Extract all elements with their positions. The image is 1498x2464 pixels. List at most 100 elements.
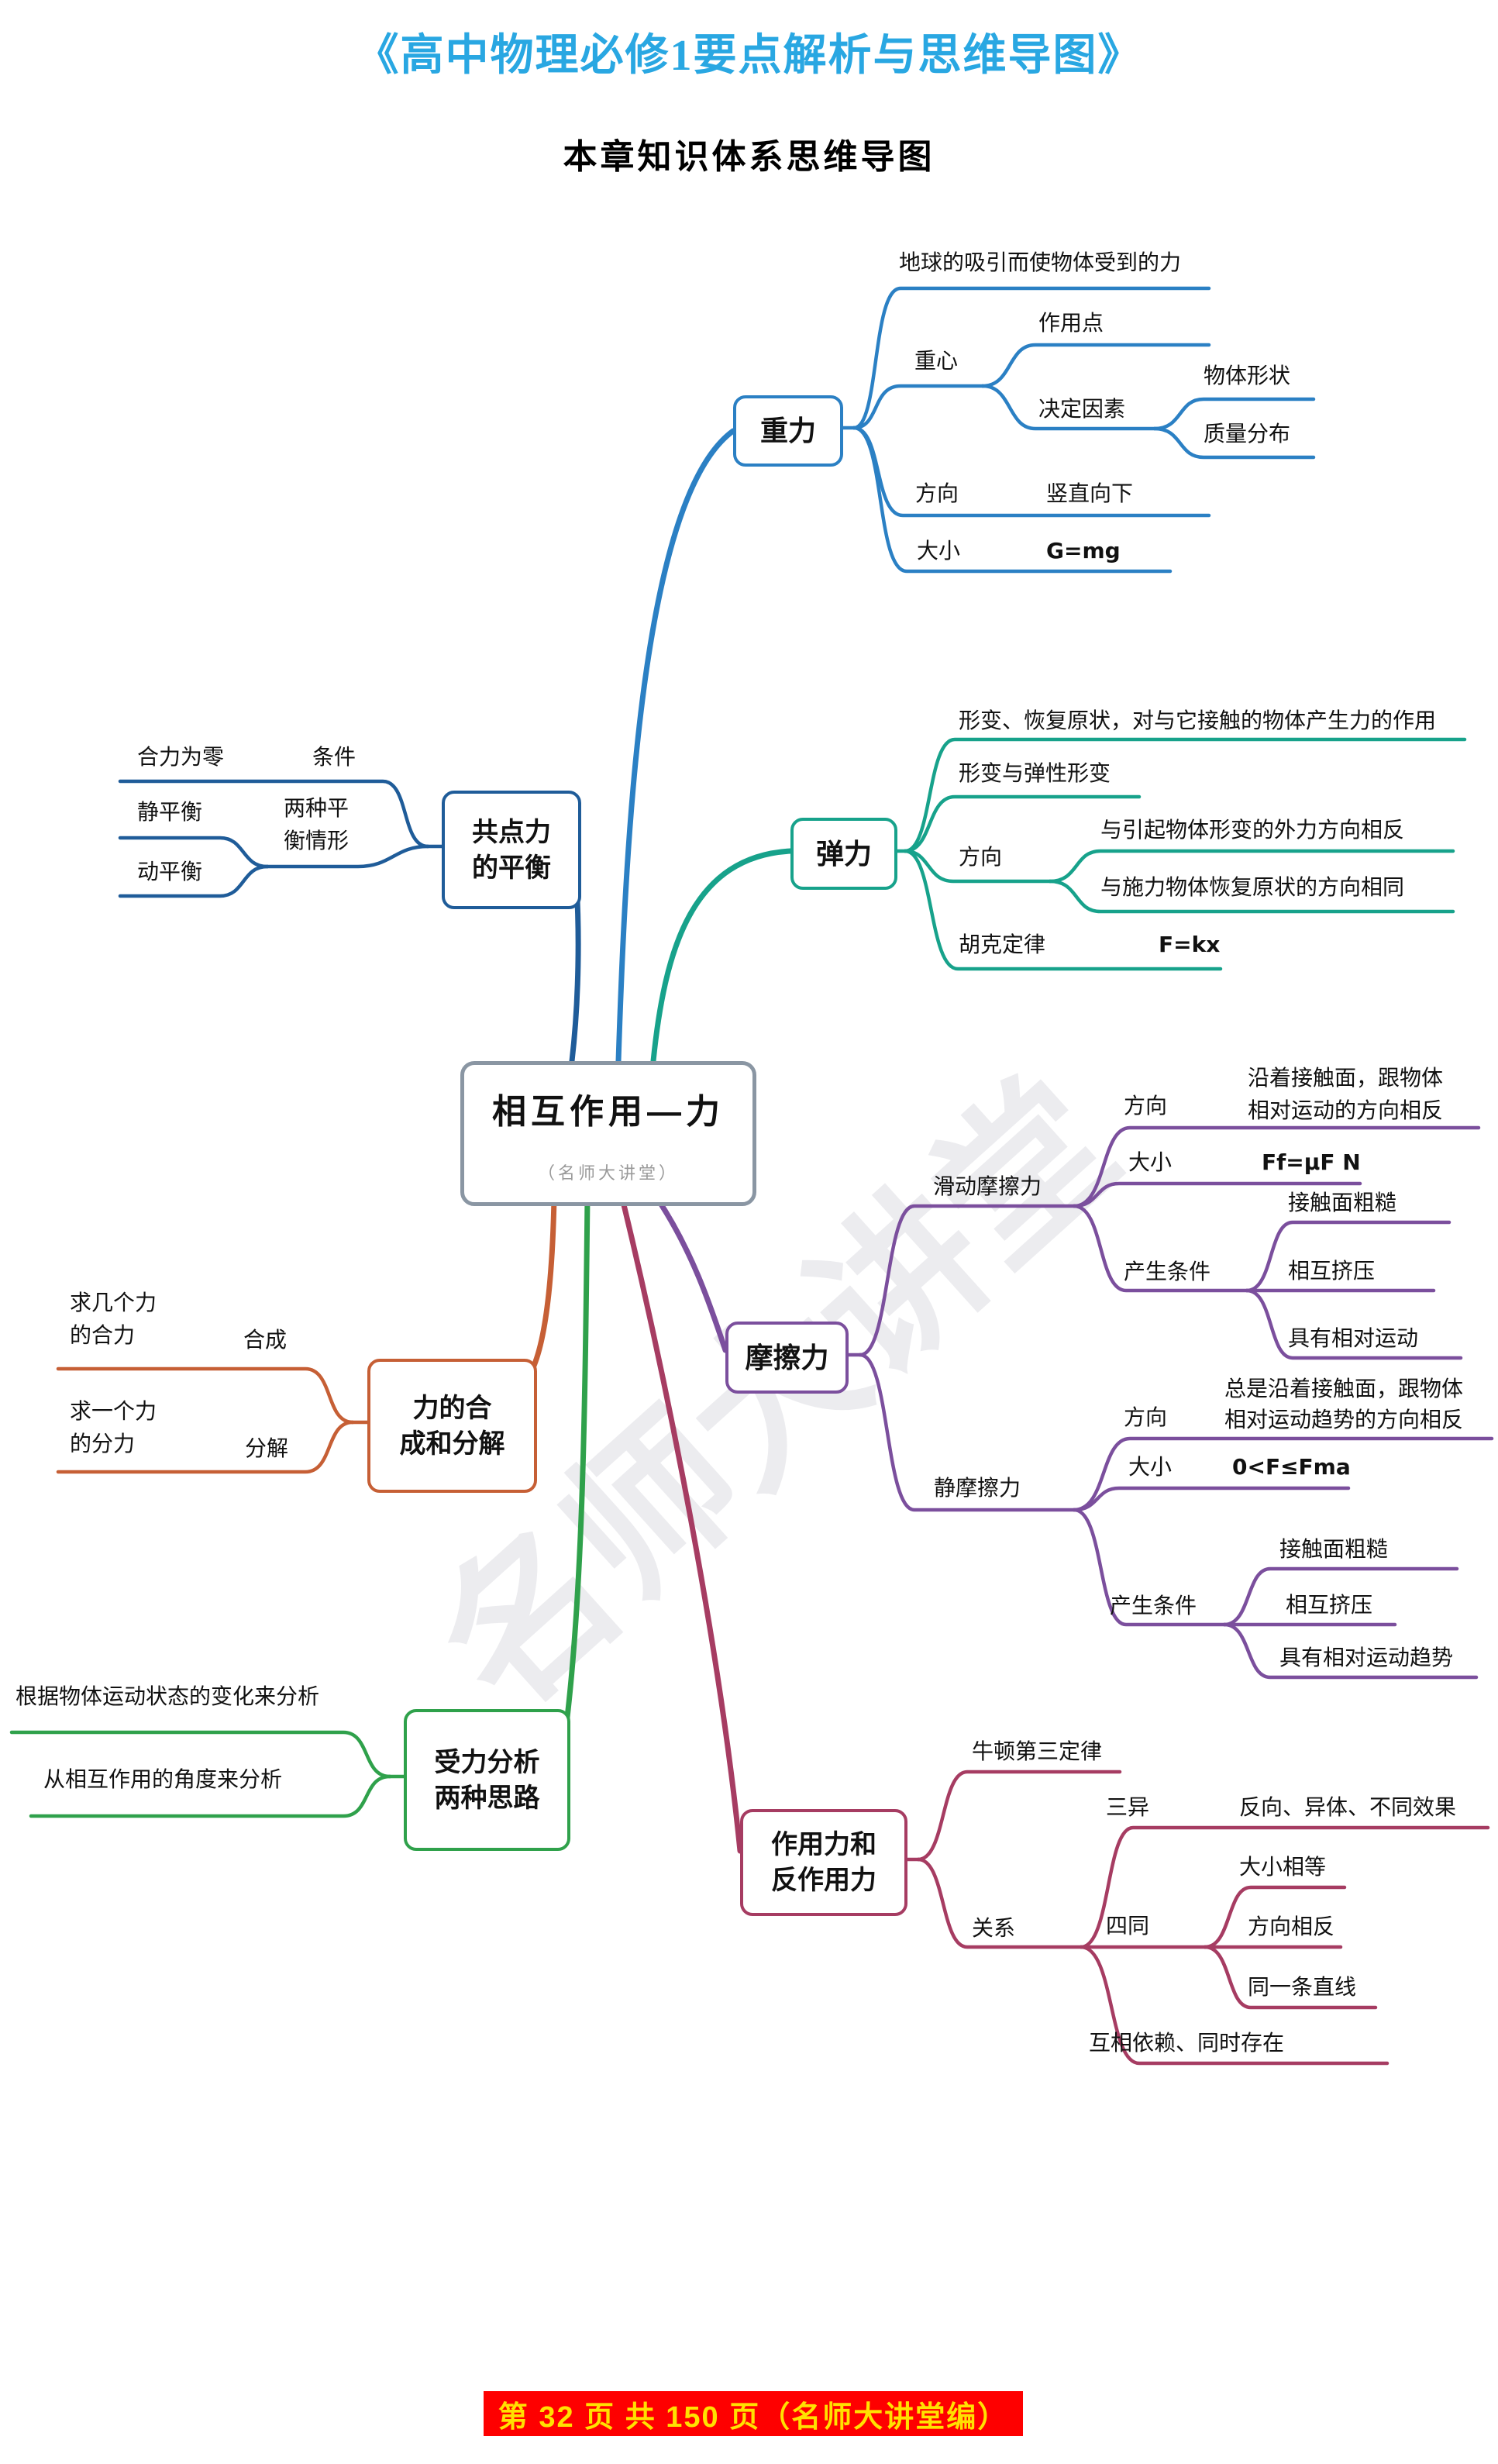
newton-line — [916, 1770, 1122, 1862]
sliding-friction-line — [858, 1204, 1076, 1357]
node-analysis: 受力分析 两种思路 — [404, 1709, 570, 1851]
static-friction-line — [858, 1353, 1076, 1512]
static-condition-label: 产生条件 — [1110, 1594, 1197, 1618]
reaction-diff-value: 反向、异体、不同效果 — [1239, 1795, 1457, 1819]
static-condition-line — [1072, 1508, 1227, 1627]
compose-synthesis-label: 合成 — [243, 1328, 288, 1352]
gravity-magnitude-line — [852, 426, 1173, 574]
static-cond1: 接触面粗糙 — [1279, 1537, 1389, 1561]
three-diff-line — [1079, 1825, 1490, 1949]
compose-synthesis-line — [56, 1366, 355, 1425]
balance-condition-label: 条件 — [312, 745, 356, 769]
gravity-direction-line — [852, 426, 1211, 518]
gravity-definition: 地球的吸引而使物体受到的力 — [899, 250, 1182, 274]
reaction-same1: 大小相等 — [1239, 1855, 1327, 1879]
gravity-factor2: 质量分布 — [1204, 422, 1291, 446]
balance-type1-line — [118, 836, 270, 869]
elastic-definition-line — [903, 737, 1467, 853]
gravity-factor-label: 决定因素 — [1038, 397, 1126, 421]
static-magnitude-label: 大小 — [1128, 1455, 1173, 1479]
root-subtitle: （名师大讲堂） — [537, 1163, 679, 1183]
depend-line — [1079, 1945, 1390, 2066]
sliding-cond2: 相互挤压 — [1288, 1259, 1376, 1283]
reaction-relation-label: 关系 — [972, 1916, 1016, 1940]
elastic-dir1: 与引起物体形变的外力方向相反 — [1100, 818, 1405, 842]
node-reaction-line2: 反作用力 — [771, 1866, 876, 1895]
compose-branch-lines — [56, 1195, 557, 1474]
node-analysis-line2: 两种思路 — [434, 1783, 540, 1813]
chapter-subtitle: 本章知识体系思维导图 — [563, 138, 935, 176]
compose-decompose-desc-line1: 求一个力 — [70, 1399, 157, 1423]
analysis-way2-line — [29, 1774, 392, 1818]
balance-type1: 静平衡 — [137, 800, 203, 824]
reaction-same2: 方向相反 — [1248, 1914, 1335, 1938]
reaction-same-label: 四同 — [1106, 1914, 1150, 1938]
static-cond1-line — [1222, 1566, 1459, 1627]
node-balance: 共点力 的平衡 — [442, 791, 581, 909]
gravity-branch-lines — [615, 286, 1316, 1064]
balance-condition-value: 合力为零 — [137, 745, 225, 769]
sliding-cond1: 接触面粗糙 — [1288, 1191, 1397, 1215]
elastic-dir2: 与施力物体恢复原状的方向相同 — [1100, 875, 1405, 899]
compose-decompose-line — [56, 1420, 355, 1474]
balance-condition-line — [118, 779, 430, 849]
gravity-factor1-line — [1152, 397, 1316, 431]
sliding-direction-label: 方向 — [1124, 1094, 1168, 1118]
gravity-point-line — [980, 343, 1211, 388]
elastic-hooke-line — [903, 849, 1223, 971]
elastic-main-curve — [650, 848, 794, 1064]
node-friction: 摩擦力 — [725, 1322, 849, 1394]
gravity-definition-line — [852, 286, 1211, 430]
same1-line — [1203, 1885, 1347, 1949]
gravity-center-line — [852, 384, 985, 430]
gravity-factor-line — [980, 384, 1157, 431]
balance-type2-line — [118, 864, 270, 898]
node-elastic-label: 弹力 — [815, 837, 872, 870]
balance-types-line — [265, 844, 430, 869]
gravity-magnitude-label: 大小 — [917, 539, 961, 563]
elastic-definition: 形变、恢复原状，对与它接触的物体产生力的作用 — [959, 708, 1437, 732]
static-cond2: 相互挤压 — [1286, 1593, 1373, 1617]
reaction-branch-lines — [619, 1195, 1490, 2066]
sliding-condition-line — [1072, 1204, 1249, 1293]
node-compose-line1: 力的合 — [412, 1393, 492, 1423]
node-compose: 力的合 成和分解 — [367, 1359, 537, 1493]
compose-synthesis-desc: 求几个力 的合力 — [70, 1287, 157, 1352]
root-node: 相互作用—力 （名师大讲堂） — [460, 1061, 756, 1206]
static-cond3: 具有相对运动趋势 — [1279, 1646, 1454, 1670]
analysis-main-curve — [561, 1195, 591, 1745]
sliding-magnitude-formula: Ff=μF N — [1262, 1149, 1361, 1175]
elastic-deform: 形变与弹性形变 — [959, 761, 1111, 785]
gravity-point: 作用点 — [1038, 311, 1104, 335]
elastic-hooke-label: 胡克定律 — [959, 932, 1046, 956]
sliding-cond1-line — [1245, 1220, 1452, 1293]
friction-main-curve — [654, 1195, 728, 1353]
gravity-factor1: 物体形状 — [1204, 364, 1291, 388]
page-number-footer: 第 32 页 共 150 页（名师大讲堂编） — [484, 2391, 1023, 2436]
reaction-newton: 牛顿第三定律 — [972, 1739, 1103, 1763]
compose-decompose-desc: 求一个力 的分力 — [70, 1395, 157, 1460]
elastic-dir2-line — [1048, 879, 1455, 914]
analysis-way1: 根据物体运动状态的变化来分析 — [15, 1684, 320, 1708]
elastic-branch-lines — [650, 737, 1467, 1064]
sliding-direction-line — [1072, 1125, 1481, 1208]
node-elastic: 弹力 — [790, 818, 897, 890]
static-direction-desc: 总是沿着接触面，跟物体 相对运动趋势的方向相反 — [1224, 1373, 1463, 1435]
analysis-way1-line — [9, 1730, 392, 1779]
sliding-condition-label: 产生条件 — [1124, 1260, 1211, 1284]
reaction-same3: 同一条直线 — [1248, 1975, 1357, 1999]
gravity-direction-label: 方向 — [915, 481, 959, 505]
static-direction-label: 方向 — [1124, 1405, 1168, 1429]
gravity-magnitude-formula: G=mg — [1046, 538, 1121, 563]
static-magnitude-line — [1072, 1486, 1351, 1512]
static-direction-desc-line1: 总是沿着接触面，跟物体 — [1224, 1377, 1464, 1401]
compose-synthesis-desc-line1: 求几个力 — [70, 1291, 157, 1315]
elastic-direction-label: 方向 — [959, 845, 1003, 869]
gravity-direction-value: 竖直向下 — [1046, 481, 1134, 505]
root-title: 相互作用—力 — [492, 1092, 725, 1131]
node-balance-line1: 共点力 — [472, 817, 551, 847]
reaction-depend: 互相依赖、同时存在 — [1089, 2031, 1285, 2055]
static-direction-desc-line2: 相对运动趋势的方向相反 — [1224, 1408, 1464, 1432]
static-cond3-line — [1222, 1622, 1479, 1680]
